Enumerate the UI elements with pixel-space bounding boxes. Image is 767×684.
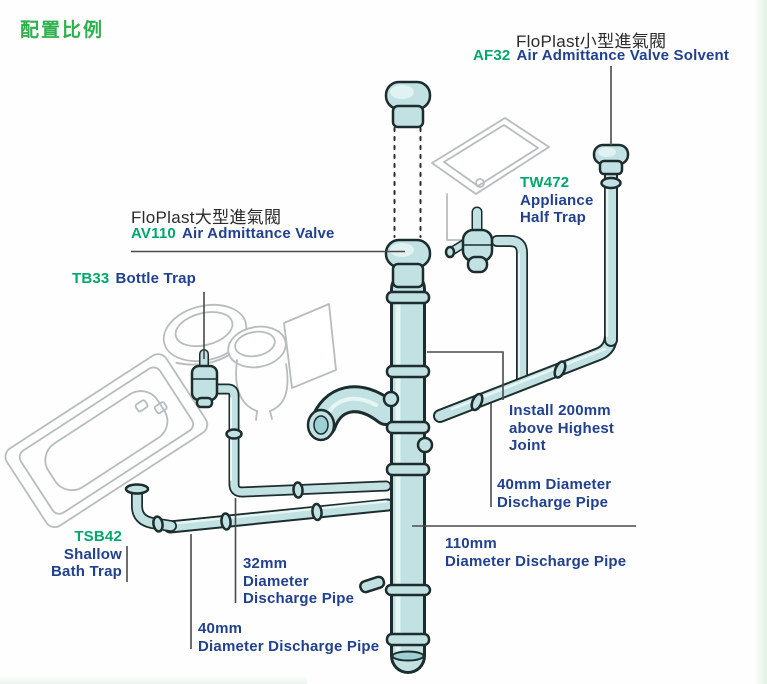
label-40mm-bottom: 40mm Diameter Discharge Pipe: [198, 620, 380, 655]
tw472-name-2: Half Trap: [520, 209, 586, 226]
label-110mm: 110mm Diameter Discharge Pipe: [445, 535, 627, 570]
tsb42-code: TSB42: [74, 528, 122, 545]
dashed-extension: [393, 127, 422, 238]
af32-heading: FloPlast小型進氣閥: [516, 32, 667, 51]
label-av110: AV110 Air Admittance Valve: [131, 225, 335, 243]
wc-branch-elbow: [306, 385, 400, 442]
washbasin-outline: [162, 304, 248, 366]
toilet-outline: [227, 303, 337, 421]
aav-av110-ghost: [384, 80, 432, 129]
label-32mm: 32mm Diameter Discharge Pipe: [243, 555, 355, 607]
av110-code: AV110: [131, 225, 176, 242]
label-tsb42: TSB42 Shallow Bath Trap: [30, 528, 122, 581]
page-edge-tint-bottom: [0, 676, 307, 684]
tsb42-name-2: Bath Trap: [51, 563, 122, 580]
riser-pipe: [600, 167, 622, 347]
tb33-name: Bottle Trap: [115, 270, 197, 287]
aav-af32: [592, 143, 630, 176]
pipe-clip: [359, 575, 432, 597]
tw472-name-1: Appliance: [520, 191, 594, 209]
leader-lines: [126, 66, 636, 649]
av110-heading: FloPlast大型進氣閥: [131, 208, 282, 227]
bath-trap-tsb42: [124, 483, 177, 533]
tw472-code: TW472: [520, 174, 570, 191]
appliance-branch-pipe: [491, 235, 528, 388]
label-install-note: Install 200mm above Highest Joint: [509, 402, 615, 454]
label-tb33: TB33 Bottle Trap: [72, 270, 196, 288]
tsb42-name-1: Shallow: [63, 545, 122, 563]
label-40mm-right: 40mm Diameter Discharge Pipe: [497, 476, 612, 511]
bath-discharge-pipe-40mm: [163, 498, 395, 534]
af32-code: AF32: [473, 47, 511, 64]
page-edge-tint: [755, 0, 767, 684]
label-af32: AF32 Air Admittance Valve Solvent: [473, 47, 729, 65]
page-title: 配置比例: [20, 20, 105, 41]
aav-av110: [384, 238, 432, 289]
label-tw472: TW472 Appliance Half Trap: [520, 174, 593, 227]
av110-name: Air Admittance Valve: [181, 225, 335, 242]
tb33-code: TB33: [72, 270, 110, 287]
bathtub-outline: [4, 353, 209, 529]
main-stack-110mm: [382, 271, 434, 674]
af32-name: Air Admittance Valve Solvent: [516, 47, 730, 64]
basin-discharge-pipe-32mm: [207, 383, 392, 499]
appliance-trap-tw472: [444, 206, 494, 274]
